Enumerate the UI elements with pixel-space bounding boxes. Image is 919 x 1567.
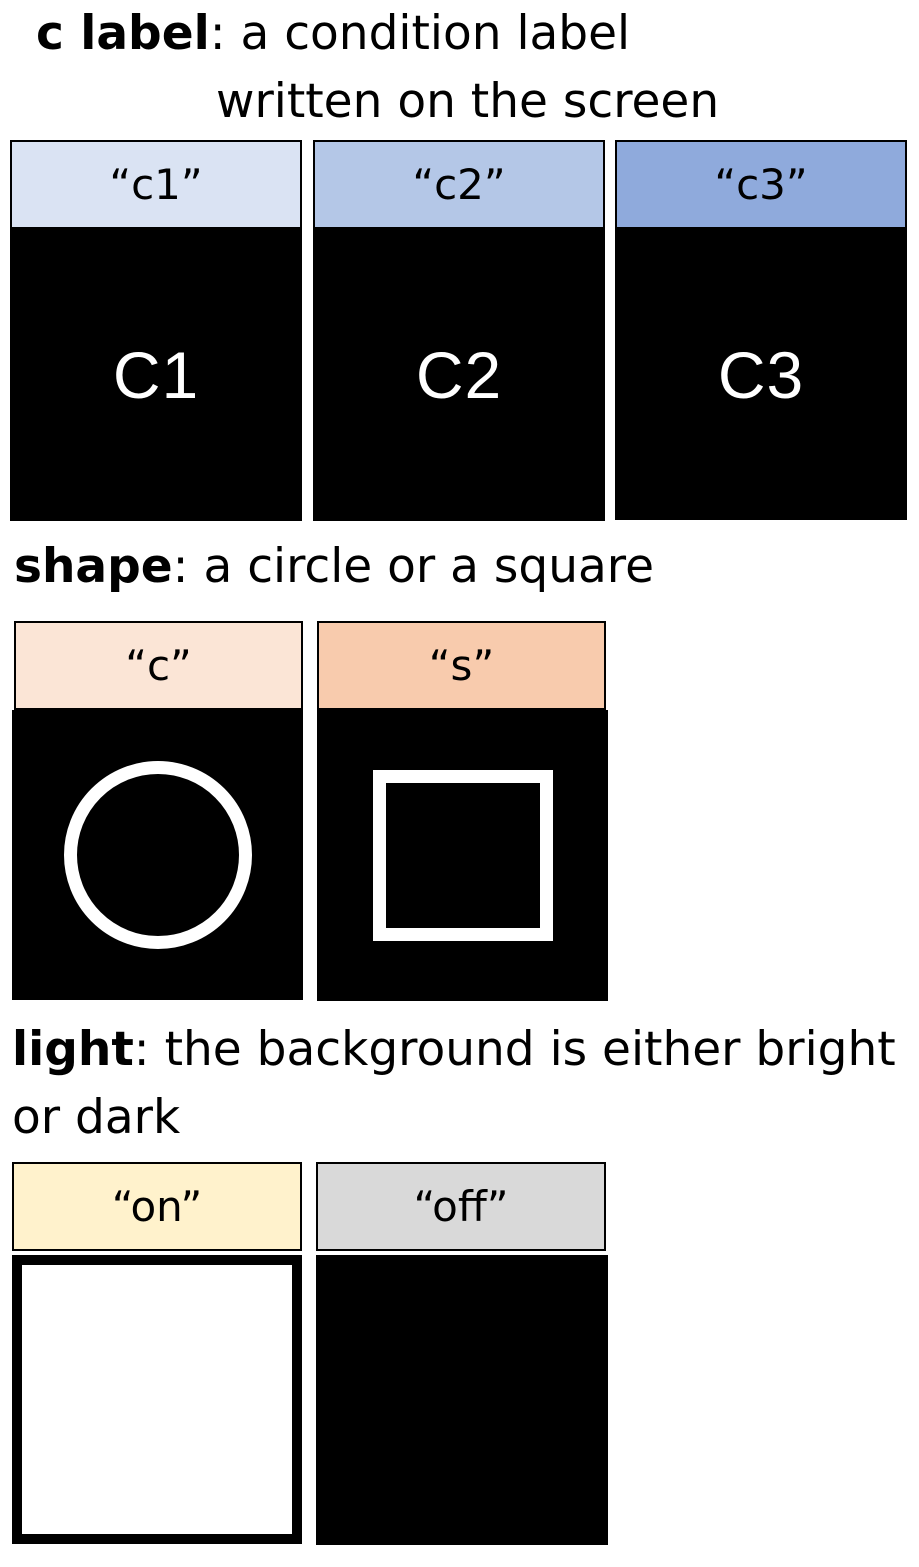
light-term: light	[12, 1022, 134, 1077]
square-label: “s”	[428, 641, 495, 690]
c2-screen-text: C2	[415, 338, 503, 412]
light-description: : the background is either bright	[133, 1022, 896, 1077]
c-label-term: c label	[36, 6, 210, 61]
c2-label: “c2”	[412, 160, 506, 209]
c3-screen-text: C3	[717, 337, 805, 412]
circle-label: “c”	[125, 641, 192, 690]
shape-term: shape	[14, 539, 173, 594]
c1-screen-text: C1	[112, 338, 200, 412]
bright-screen-panel	[12, 1255, 302, 1544]
off-label: “off”	[413, 1182, 509, 1231]
square-screen-panel	[317, 710, 608, 1001]
c3-screen-panel: C3	[615, 229, 907, 520]
shape-description: : a circle or a square	[172, 539, 655, 594]
square-shape	[372, 770, 553, 941]
circle-label-box: “c”	[14, 621, 303, 710]
light-heading: light: the background is either bright	[12, 1016, 896, 1084]
c2-label-box: “c2”	[313, 140, 605, 229]
c2-screen-panel: C2	[313, 229, 605, 521]
c-label-description: : a condition label	[209, 6, 631, 61]
c3-label: “c3”	[714, 160, 808, 209]
c-label-heading: c label: a condition label	[36, 0, 630, 68]
c3-label-box: “c3”	[615, 140, 907, 229]
shape-heading: shape: a circle or a square	[14, 533, 654, 601]
square-label-box: “s”	[317, 621, 606, 710]
c1-screen-panel: C1	[10, 229, 302, 521]
c1-label-box: “c1”	[10, 140, 302, 229]
on-label: “on”	[111, 1182, 203, 1231]
c-label-description-line2: written on the screen	[216, 74, 720, 129]
c1-label: “c1”	[109, 160, 203, 209]
circle-screen-panel	[12, 710, 303, 1000]
on-label-box: “on”	[12, 1162, 302, 1251]
light-description-line2: or dark	[12, 1090, 181, 1145]
off-label-box: “off”	[316, 1162, 606, 1251]
circle-shape	[63, 761, 252, 949]
dark-screen-panel	[316, 1255, 608, 1545]
